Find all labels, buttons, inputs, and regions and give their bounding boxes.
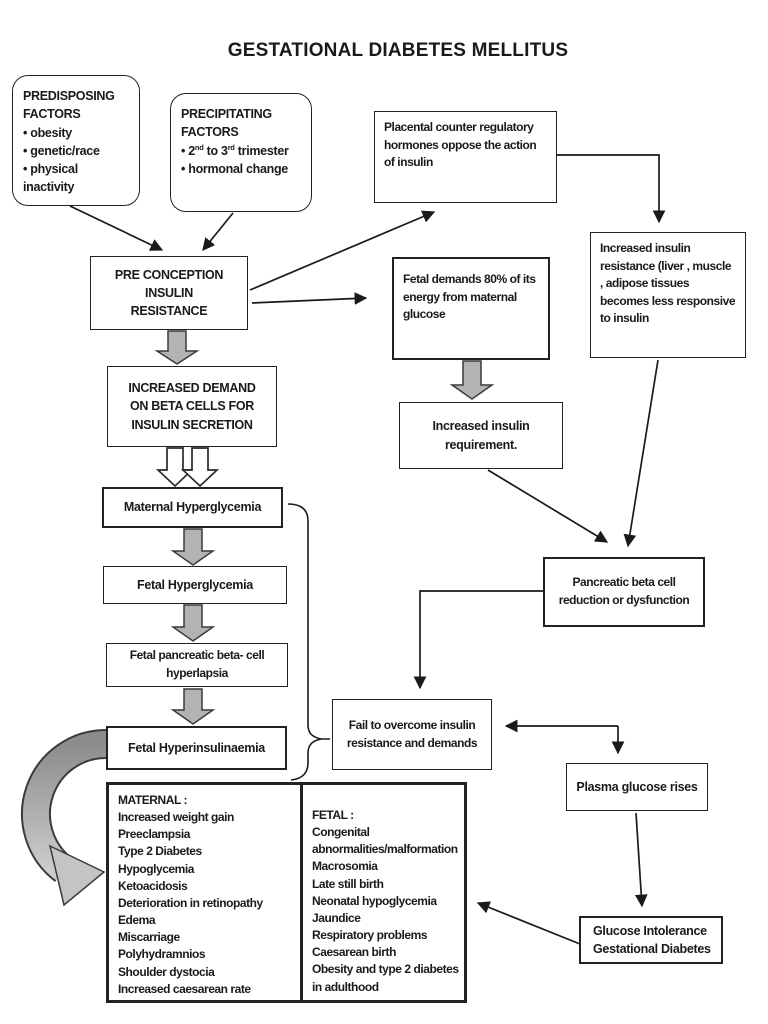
node-increased-insulin-resistance: Increased insulin resistance (liver , mu… (590, 232, 746, 358)
list-line: Congenital abnormalities/malformation (312, 825, 458, 857)
list-line: • genetic/race (23, 143, 100, 158)
list-line: Respiratory problems (312, 928, 428, 943)
list-line: Polyhydramnios (118, 947, 206, 962)
block-arrow-maternal-down (170, 528, 216, 566)
list-line: INCREASED DEMAND (128, 381, 256, 396)
node-heading: PREDISPOSING FACTORS (23, 89, 115, 122)
list-line: Pancreatic beta cell (572, 575, 676, 590)
list-line: Increased caesarean rate (118, 981, 251, 996)
maternal-heading: MATERNAL : (118, 793, 188, 807)
arrow-pancreatic-to-fail (413, 590, 543, 690)
list-line: reduction or dysfunction (558, 593, 690, 607)
list-line: Obesity and type 2 diabetes in adulthood (312, 962, 459, 994)
trimester-line: • 2nd to 3rd trimester (181, 142, 289, 158)
list-line: Jaundice (312, 910, 361, 925)
arrow-requirement-to-pancreatic (487, 469, 609, 543)
list-line: Macrosomia (312, 859, 378, 874)
list-line: Increased weight gain (118, 810, 234, 825)
list-line: Ketoacidosis (118, 878, 188, 893)
arrow-glucose-intolerance-to-fetal-outcomes (476, 901, 581, 945)
list-line: Deterioration in retinopathy (118, 895, 263, 910)
arrow-plasma-to-glucose-intolerance (634, 812, 648, 908)
node-fetal-hyperglycemia: Fetal Hyperglycemia (103, 566, 287, 604)
curved-arrow-hyperinsulinaemia-to-outcomes (21, 728, 108, 907)
list-line: Type 2 Diabetes (118, 844, 202, 859)
list-line: Neonatal hypoglycemia (312, 893, 437, 908)
arrow-precipitating-to-preconception (202, 212, 234, 251)
node-fail-to-overcome: Fail to overcome insulin resistance and d… (332, 699, 492, 770)
node-maternal-hyperglycemia: Maternal Hyperglycemia (102, 487, 283, 528)
node-increased-demand-beta-cells: INCREASED DEMAND ON BETA CELLS FOR INSULIN… (107, 366, 277, 447)
arrow-predisposing-to-preconception (69, 205, 164, 251)
hormonal-line: • hormonal change (181, 161, 288, 176)
list-line: Increased insulin (432, 419, 530, 434)
list-line: Gestational Diabetes (593, 942, 711, 956)
node-fetal-pancreatic-hyperlapsia: Fetal pancreatic beta- cell hyperlapsia (106, 643, 288, 687)
node-fetal-demands: Fetal demands 80% of its energy from mat… (392, 257, 550, 360)
block-arrow-fetalhyper-down (170, 604, 216, 642)
list-line: Glucose Intolerance (593, 923, 707, 938)
arrow-preconception-to-fetal-demands (251, 292, 368, 305)
list-line: Fetal pancreatic beta- cell (129, 648, 265, 663)
node-precipitating-factors: PRECIPITATING FACTORS • 2nd to 3rd trime… (170, 93, 312, 212)
node-predisposing-factors: PREDISPOSING FACTORS • obesity • genetic/… (12, 75, 140, 206)
list-line: resistance and demands (346, 735, 478, 750)
list-line: Shoulder dystocia (118, 964, 215, 979)
list-line: INSULIN (145, 285, 193, 300)
arrow-placental-to-insulin-resistance (557, 154, 666, 224)
list-line: • obesity (23, 125, 72, 140)
list-line: RESISTANCE (130, 304, 208, 319)
node-items: • obesity • genetic/race • physical inacti… (23, 124, 129, 197)
node-increased-insulin-requirement: Increased insulin requirement. (399, 402, 563, 469)
list-line: Caesarean birth (312, 945, 396, 960)
list-line: ON BETA CELLS FOR (129, 399, 255, 414)
list-line: INSULIN SECRETION (131, 417, 253, 432)
page-title: GESTATIONAL DIABETES MELLITUS (227, 40, 569, 61)
list-line: PRE CONCEPTION (114, 267, 224, 282)
block-arrow-preconception-down (154, 330, 200, 365)
node-placental-hormones: Placental counter regulatory hormones op… (374, 111, 557, 203)
list-line: Miscarriage (118, 930, 180, 945)
hollow-arrow-right (180, 447, 220, 488)
node-pre-conception-insulin-resistance: PRE CONCEPTION INSULIN RESISTANCE (90, 256, 248, 330)
brace-chain-to-fail (287, 503, 330, 781)
list-line: • physical inactivity (23, 162, 78, 195)
fetal-outcomes-column: FETAL : Congenital abnormalities/malform… (303, 785, 464, 1000)
node-plasma-glucose-rises: Plasma glucose rises (566, 763, 708, 811)
list-line: Fail to overcome insulin (348, 717, 476, 732)
arrow-insulin-resistance-to-pancreatic (623, 359, 659, 548)
node-fetal-hyperinsulinaemia: Fetal Hyperinsulinaemia (106, 726, 287, 770)
list-line: Edema (118, 913, 156, 928)
list-line: Hypoglycemia (118, 861, 194, 876)
list-line: hyperlapsia (166, 666, 228, 680)
hollow-arrow-left (155, 447, 195, 488)
fetal-heading: FETAL : (312, 808, 354, 822)
node-heading: PRECIPITATING FACTORS (181, 107, 272, 140)
block-arrow-fetalpanc-down (170, 688, 216, 725)
list-line: requirement. (444, 437, 518, 452)
list-line: Late still birth (312, 876, 384, 891)
list-line: Preeclampsia (118, 827, 190, 842)
block-arrow-fetaldemands-down (449, 360, 495, 400)
node-pancreatic-beta-cell: Pancreatic beta cell reduction or dysfunc… (543, 557, 705, 627)
